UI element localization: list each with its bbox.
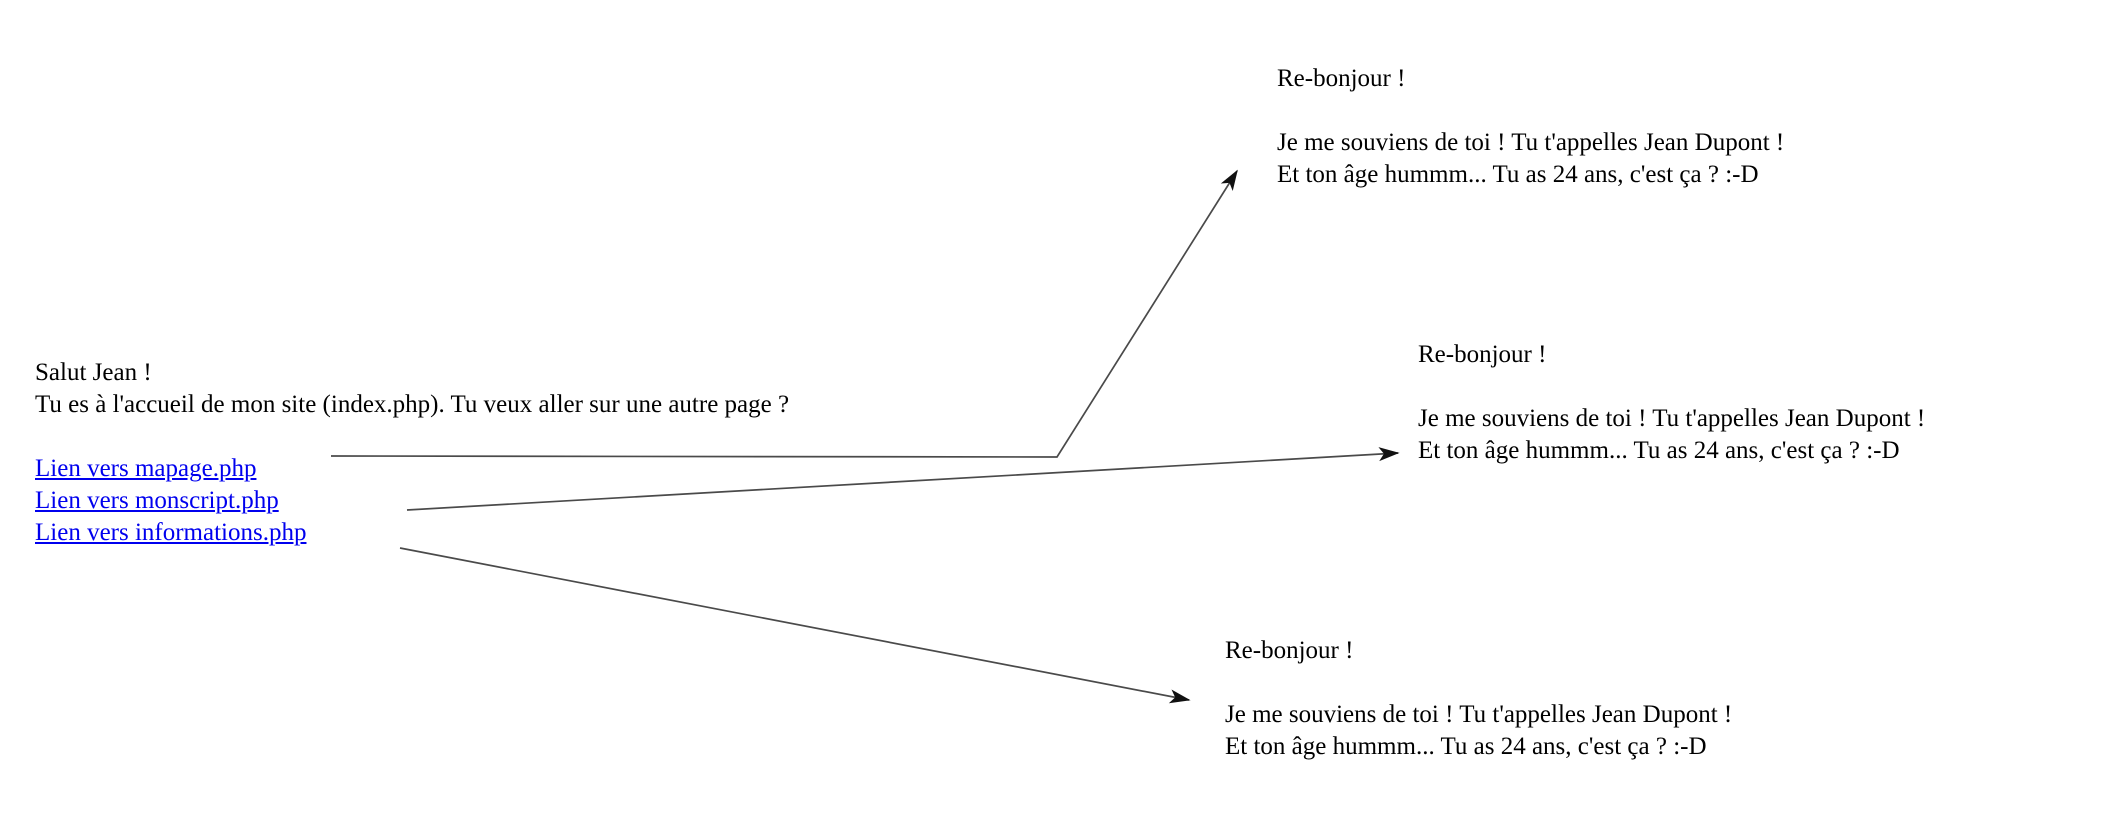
result-remember-line: Je me souviens de toi ! Tu t'appelles Je… (1225, 701, 1733, 728)
blank-line (35, 421, 789, 453)
result-greeting-line: Re-bonjour ! (1277, 65, 1406, 92)
result-block-top: Re-bonjour ! Je me souviens de toi ! Tu … (1277, 63, 1784, 191)
result-remember-line: Je me souviens de toi ! Tu t'appelles Je… (1277, 129, 1785, 156)
link-mapage[interactable]: Lien vers mapage.php (35, 455, 257, 482)
result-greeting-line: Re-bonjour ! (1418, 341, 1547, 368)
index-intro-line: Tu es à l'accueil de mon site (index.php… (35, 391, 790, 418)
index-greeting-line: Salut Jean ! (35, 359, 152, 386)
link-monscript[interactable]: Lien vers monscript.php (35, 487, 279, 514)
blank-line (1418, 371, 1925, 403)
result-block-middle: Re-bonjour ! Je me souviens de toi ! Tu … (1418, 339, 1925, 467)
result-remember-line: Je me souviens de toi ! Tu t'appelles Je… (1418, 405, 1926, 432)
result-age-line: Et ton âge hummm... Tu as 24 ans, c'est … (1277, 161, 1759, 188)
link-informations[interactable]: Lien vers informations.php (35, 519, 307, 546)
result-age-line: Et ton âge hummm... Tu as 24 ans, c'est … (1225, 733, 1707, 760)
blank-line (1225, 667, 1732, 699)
result-block-bottom: Re-bonjour ! Je me souviens de toi ! Tu … (1225, 635, 1732, 763)
result-greeting-line: Re-bonjour ! (1225, 637, 1354, 664)
blank-line (1277, 95, 1784, 127)
arrow-informations-to-bottom-result-icon (399, 547, 1191, 704)
index-page-block: Salut Jean ! Tu es à l'accueil de mon si… (35, 357, 789, 549)
result-age-line: Et ton âge hummm... Tu as 24 ans, c'est … (1418, 437, 1900, 464)
